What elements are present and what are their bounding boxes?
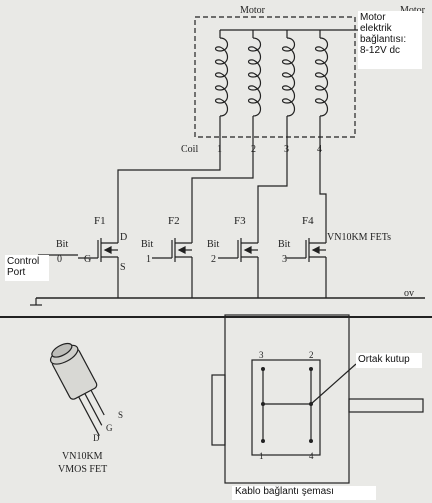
package-type: VMOS FET [58,464,107,475]
coil-number: 3 [284,144,289,155]
connector-pin-number: 1 [259,451,264,461]
package-pin-d: D [93,433,100,443]
motor-enclosure [194,16,356,138]
note-line: 8-12V dc [360,45,401,56]
motor-connection-note: Motor elektrik bağlantısı: 8-12V dc [358,11,422,69]
lead-g [84,393,103,426]
fet-name: F4 [302,215,314,227]
bit-label: Bit [56,239,68,250]
ground-label: ov [404,288,414,299]
fet-name: F2 [168,215,180,227]
connector-pin-number: 3 [259,350,264,360]
package-pin-g: G [106,423,113,433]
pin-s-label: S [120,262,126,273]
fet-drain-wire [191,140,254,243]
bit-index: 3 [282,254,287,265]
package-part: VN10KM [62,451,103,462]
connector-pin-number: 2 [309,350,314,360]
motor-left-flange [211,374,226,446]
coil-number: 2 [251,144,256,155]
pin-dot [261,439,265,443]
fet-name: F3 [234,215,246,227]
package-pin-s: S [118,410,123,420]
control-port-note: Control Port [5,255,49,281]
bit-label: Bit [141,239,153,250]
fet-part-label: VN10KM FETs [327,232,391,243]
pin-dot [309,367,313,371]
pin-dot [261,402,265,406]
note-line: Control [7,256,40,267]
coil-winding [247,37,262,117]
lead-d [78,396,100,436]
motor-corner-label: Motor [400,5,426,16]
note-line: Motor [360,12,386,23]
coil-label: Coil [181,144,198,155]
coil-number: 1 [217,144,222,155]
bit-index: 1 [146,254,151,265]
note-line: bağlantısı: [360,34,407,45]
fet-drain-wire [117,140,221,243]
pin-d-label: D [120,232,127,243]
fet-drain-wire [319,140,327,243]
pin-dot [309,402,313,406]
motor-shaft [348,398,424,413]
cable-diagram-caption: Kablo bağlantı şeması [232,486,376,500]
bit-index: 0 [57,254,62,265]
connector-block [251,359,321,456]
bit-label: Bit [278,239,290,250]
note-line: Port [7,267,26,278]
coil-number: 4 [317,144,322,155]
coil-winding [214,37,229,117]
bit-label: Bit [207,239,219,250]
motor-title: Motor [240,5,266,16]
vmos-package [49,342,105,436]
pin-dot [309,439,313,443]
motor-body-outline [224,314,350,484]
pin-g-label: G [84,254,91,265]
connector-pin-number: 4 [309,451,314,461]
pin-dot [261,367,265,371]
bit-index: 2 [211,254,216,265]
common-terminal-note: Ortak kutup [356,353,422,368]
coil-winding [281,37,296,117]
note-line: elektrik [360,23,392,34]
common-pointer [310,363,357,405]
fet-drain-wire [257,140,288,243]
coil-winding [314,37,329,117]
lead-s [90,389,105,416]
fet-name: F1 [94,215,106,227]
